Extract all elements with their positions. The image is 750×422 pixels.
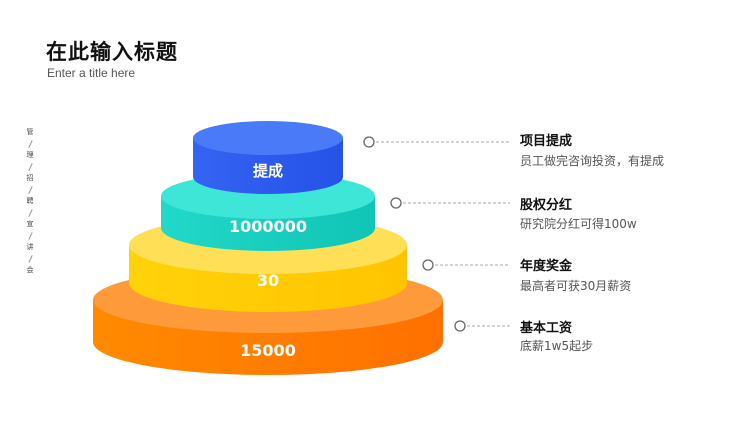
connector-2 [390, 197, 510, 209]
item-title: 基本工资 [520, 321, 573, 336]
side-char: 讲 [26, 243, 34, 251]
vertical-side-label: 管 理 招 聘 宣 讲 会 [24, 128, 36, 275]
item-title: 股权分红 [520, 198, 573, 213]
tier-label: 提成 [253, 162, 283, 180]
item-title: 年度奖金 [520, 259, 573, 274]
page-title: 在此输入标题 [46, 40, 178, 64]
item-description: 研究院分红可得100w [520, 217, 637, 231]
item-description: 最高者可获30月薪资 [520, 279, 632, 293]
tier-label: 30 [257, 271, 279, 290]
tier-project-commission [193, 121, 343, 194]
side-char: 会 [26, 266, 34, 274]
connector-1 [363, 136, 510, 148]
connector-3 [422, 259, 510, 271]
tier-top [193, 121, 343, 155]
side-char: 管 [26, 128, 34, 136]
connector-4 [454, 320, 510, 332]
side-char: 招 [26, 174, 34, 182]
tier-label: 15000 [240, 341, 296, 360]
side-char: 聘 [26, 197, 34, 205]
item-description: 底薪1w5起步 [520, 339, 594, 353]
side-char: 宣 [26, 220, 34, 228]
item-title: 项目提成 [520, 134, 573, 149]
tier-label: 1000000 [229, 217, 307, 236]
item-description: 员工做完咨询投资，有提成 [520, 154, 665, 168]
page-subtitle: Enter a title here [47, 66, 136, 80]
side-char: 理 [26, 151, 34, 159]
